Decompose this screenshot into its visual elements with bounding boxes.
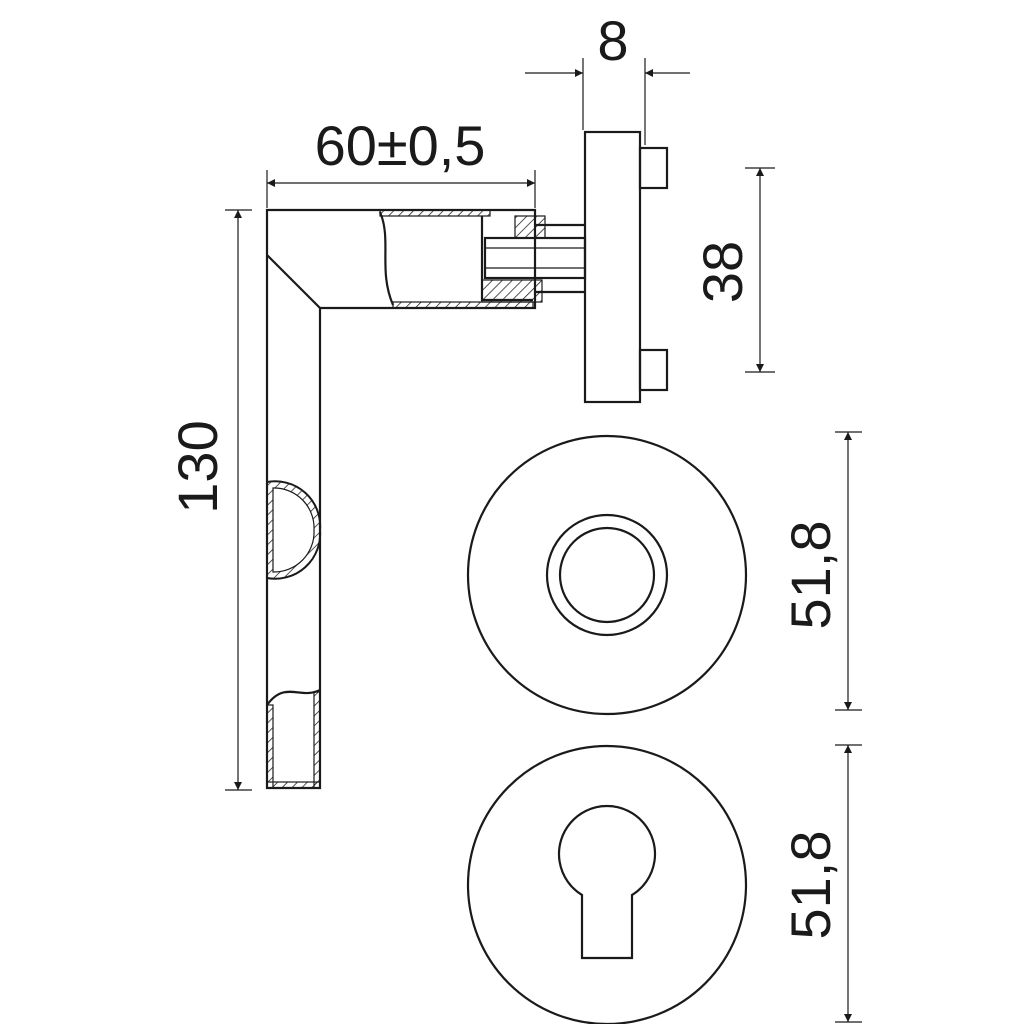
rose-front-view-lever — [466, 434, 748, 716]
dimension-pin-spacing: 38 — [691, 167, 775, 373]
lever-side-view — [265, 208, 587, 790]
rose-front-view-cylinder — [466, 744, 748, 1024]
dim-label-38: 38 — [691, 241, 754, 303]
dimension-rose-diameter-bottom: 51,8 — [779, 744, 862, 1023]
dim-label-60: 60±0,5 — [315, 114, 486, 177]
dim-label-51-8-bottom: 51,8 — [779, 831, 842, 940]
dimension-lever-projection: 60±0,5 — [266, 114, 536, 208]
rose-side-view — [583, 130, 669, 404]
dim-label-51-8-top: 51,8 — [779, 521, 842, 630]
dimension-lever-length: 130 — [166, 209, 252, 791]
dimension-rose-diameter-top: 51,8 — [779, 431, 862, 711]
dimension-rose-thickness: 8 — [525, 9, 690, 145]
dim-label-8: 8 — [597, 9, 628, 72]
dim-label-130: 130 — [166, 420, 229, 513]
cylinder-keyhole — [557, 804, 657, 960]
